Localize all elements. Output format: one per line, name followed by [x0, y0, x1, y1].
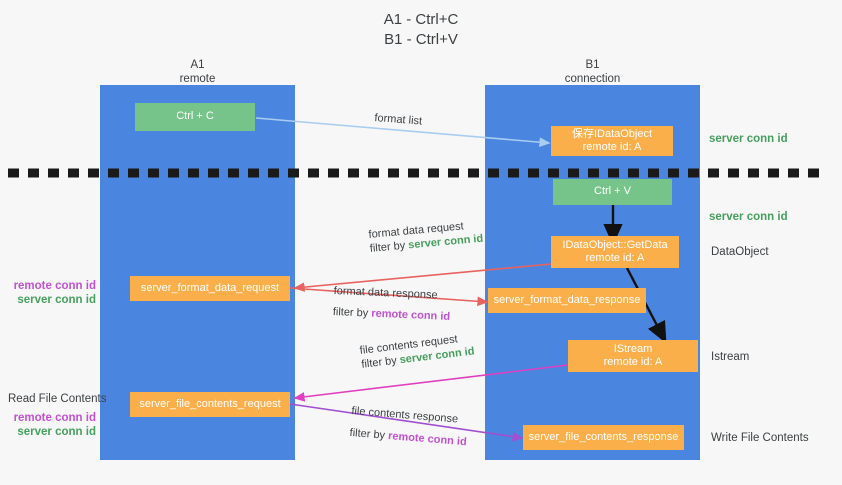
- caption-fmt-req-filter-prefix: filter by: [369, 239, 409, 255]
- node-fmt-req-label: server_format_data_request: [140, 281, 280, 294]
- left-label-read-file-contents: Read File Contents: [8, 393, 107, 405]
- edge-format-data-request: [293, 263, 552, 292]
- node-server-format-data-response[interactable]: server_format_data_response: [488, 288, 646, 313]
- node-getdata-line1: IDataObject::GetData: [562, 238, 668, 251]
- node-save-idataobject-line1: 保存IDataObject: [571, 127, 653, 140]
- node-getdata-line2: remote id: A: [585, 252, 645, 264]
- swimlane-a1-header: A1 remote: [100, 58, 295, 86]
- right-label-dataobject: DataObject: [711, 246, 769, 258]
- left-label-group-mid: remote conn id server conn id: [0, 279, 96, 307]
- swimlane-b1-sub: connection: [564, 73, 621, 85]
- node-server-file-contents-response[interactable]: server_file_contents_response: [523, 425, 684, 450]
- diagram-title: A1 - Ctrl+C B1 - Ctrl+V: [0, 10, 842, 50]
- title-line-1: A1 - Ctrl+C: [383, 11, 459, 28]
- node-server-format-data-request[interactable]: server_format_data_request: [130, 276, 290, 301]
- edge-format-list: [255, 117, 551, 147]
- node-istream-line2: remote id: A: [603, 356, 663, 368]
- node-ctrl-v-label: Ctrl + V: [594, 185, 631, 198]
- right-label-write-file-contents: Write File Contents: [711, 432, 809, 444]
- left-label-mid-remote: remote conn id: [13, 280, 96, 292]
- left-label-low-remote: remote conn id: [13, 412, 96, 424]
- node-ctrl-v[interactable]: Ctrl + V: [553, 179, 672, 205]
- edge-format-data-response: [289, 287, 489, 307]
- swimlane-b1-name: B1: [585, 59, 600, 71]
- swimlane-a1-name: A1: [190, 59, 205, 71]
- node-idataobject-getdata[interactable]: IDataObject::GetData remote id: A: [551, 236, 679, 268]
- caption-format-list-text: format list: [374, 111, 423, 128]
- right-label-server-conn-id-mid: server conn id: [709, 211, 788, 223]
- node-fmt-resp-label: server_format_data_response: [493, 293, 641, 306]
- caption-fmt-resp-filter-prefix: filter by: [332, 305, 372, 320]
- caption-file-resp-filter-prefix: filter by: [349, 426, 389, 442]
- caption-format-data-response: format data response filter by remote co…: [333, 284, 452, 324]
- swimlane-a1-sub: remote: [179, 73, 216, 85]
- node-save-idataobject[interactable]: 保存IDataObject remote id: A: [551, 126, 673, 156]
- edge-file-contents-request: [293, 364, 569, 402]
- node-file-req-label: server_file_contents_request: [139, 397, 281, 410]
- caption-fmt-resp-filter-value: remote conn id: [371, 307, 451, 323]
- title-line-2: B1 - Ctrl+V: [384, 31, 458, 48]
- right-label-server-conn-id-top: server conn id: [709, 133, 788, 145]
- left-label-group-low: remote conn id server conn id: [0, 411, 96, 439]
- node-istream-line1: IStream: [613, 342, 653, 355]
- right-label-istream: Istream: [711, 351, 750, 363]
- node-save-idataobject-line2: remote id: A: [582, 141, 642, 153]
- node-ctrl-c-label: Ctrl + C: [176, 110, 214, 123]
- left-label-low-server: server conn id: [17, 426, 96, 438]
- swimlane-b1-header: B1 connection: [485, 58, 700, 86]
- node-server-file-contents-request[interactable]: server_file_contents_request: [130, 392, 290, 417]
- node-ctrl-c[interactable]: Ctrl + C: [135, 103, 255, 131]
- edge-file-contents-response: [289, 403, 524, 442]
- node-istream[interactable]: IStream remote id: A: [568, 340, 698, 372]
- node-file-resp-label: server_file_contents_response: [528, 430, 679, 443]
- left-label-mid-server: server conn id: [17, 294, 96, 306]
